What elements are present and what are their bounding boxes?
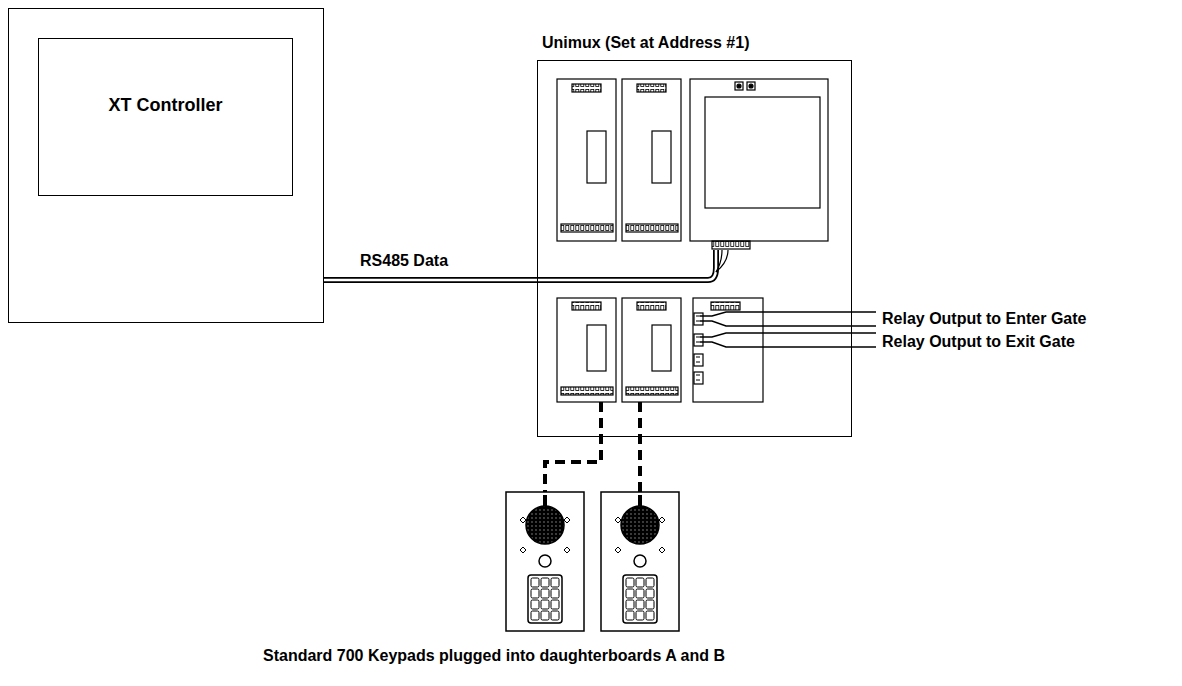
drawing-stroke [572,84,601,92]
drawing-stroke [626,387,678,395]
drawing-stroke [700,312,876,316]
keypad [506,492,584,631]
relay-board [693,298,763,402]
daughterboard [557,298,616,402]
drawing-stroke [622,79,681,241]
data-cable [324,277,537,283]
drawing-stroke [561,224,613,232]
drawing-stroke [700,333,876,337]
drawing-stroke [545,402,601,492]
drawing-stroke [694,313,703,325]
drawing-stroke [694,372,703,384]
drawing-stroke [537,250,716,280]
daughterboard [622,298,681,402]
drawing-stroke [737,84,741,88]
drawing-stroke [652,131,671,183]
drawing-stroke [711,302,740,310]
output-label: Relay Output to Exit Gate [880,333,1077,351]
drawing-stroke [561,387,613,395]
drawing-stroke [637,84,666,92]
drawing-stroke [694,354,703,366]
drawing-stroke [690,79,828,241]
caption-note: Standard 700 Keypads plugged into daught… [261,647,727,665]
controller-box: XT Controller [8,8,324,323]
drawing-stroke [712,241,750,249]
drawing-stroke [705,97,820,208]
drawing-stroke [700,321,876,326]
drawing-stroke [694,334,703,346]
drawing-stroke [696,316,700,380]
output-label: Relay Output to Enter Gate [880,310,1088,328]
relay-wire [700,312,876,347]
keypad-cable [545,402,640,492]
drawing-stroke [557,298,616,402]
drawing-stroke [735,82,743,90]
drawing-stroke [749,84,753,88]
drawing-stroke [700,342,876,347]
drawing-stroke [626,224,678,232]
daughterboard [557,79,616,241]
data-cable [537,250,728,280]
drawing-stroke [557,79,616,241]
drawing-stroke [747,82,755,90]
drawing-stroke [638,402,642,492]
daughterboard [622,79,681,241]
signal-label: RS485 Data [358,252,450,270]
drawing-stroke [716,250,728,272]
display-module [690,79,828,249]
drawing-stroke [693,298,763,402]
keypad [601,492,679,631]
drawing-stroke [587,131,606,183]
device-name: XT Controller [39,95,292,116]
device-heading: Unimux (Set at Address #1) [542,34,749,52]
data-cable-core [324,279,537,282]
drawing-stroke [572,302,601,310]
drawing-stroke [652,325,671,371]
drawing-stroke [637,302,666,310]
drawing-stroke [622,298,681,402]
mux-box: Unimux (Set at Address #1) [537,60,852,437]
drawing-stroke [587,325,606,371]
controller-panel: XT Controller [38,38,293,196]
drawing-stroke [537,250,716,280]
